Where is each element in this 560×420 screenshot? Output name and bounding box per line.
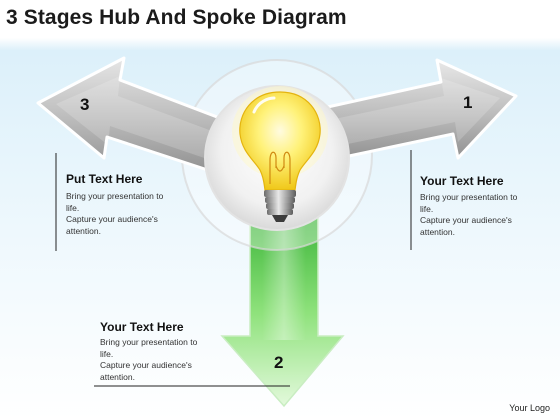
stage-3-line: life. [66, 202, 80, 213]
stage-1-heading: Your Text Here [420, 174, 504, 188]
stage-3-line: Capture your audience's [66, 214, 158, 224]
stage-2-number: 2 [274, 353, 283, 372]
stage-1-line: attention. [420, 226, 455, 237]
stage-2-description: Bring your presentation to life. Capture… [100, 337, 220, 383]
stage-1-line: life. [420, 203, 434, 214]
logo-text: Your Logo [509, 403, 550, 413]
stage-2-line: Bring your presentation to [100, 337, 198, 347]
stage-3-description: Bring your presentation to life. Capture… [66, 191, 186, 237]
stage-2-heading: Your Text Here [100, 320, 184, 334]
stage-1-arrow [312, 58, 518, 162]
light-bulb-icon [232, 86, 328, 222]
stage-2-arrow [220, 199, 345, 408]
stage-3-number: 3 [80, 95, 89, 114]
page-title: 3 Stages Hub And Spoke Diagram [6, 6, 347, 29]
stage-3-line: attention. [66, 225, 101, 236]
stage-2-line: attention. [100, 371, 135, 382]
stage-1-line: Bring your presentation to [420, 192, 518, 202]
stage-1-line: Capture your audience's [420, 215, 512, 225]
stage-2-line: Capture your audience's [100, 360, 192, 370]
stage-1-description: Bring your presentation to life. Capture… [420, 192, 540, 238]
stage-1-number: 1 [463, 93, 472, 112]
stage-2-line: life. [100, 348, 114, 359]
stage-3-line: Bring your presentation to [66, 191, 164, 201]
stage-3-heading: Put Text Here [66, 172, 143, 186]
